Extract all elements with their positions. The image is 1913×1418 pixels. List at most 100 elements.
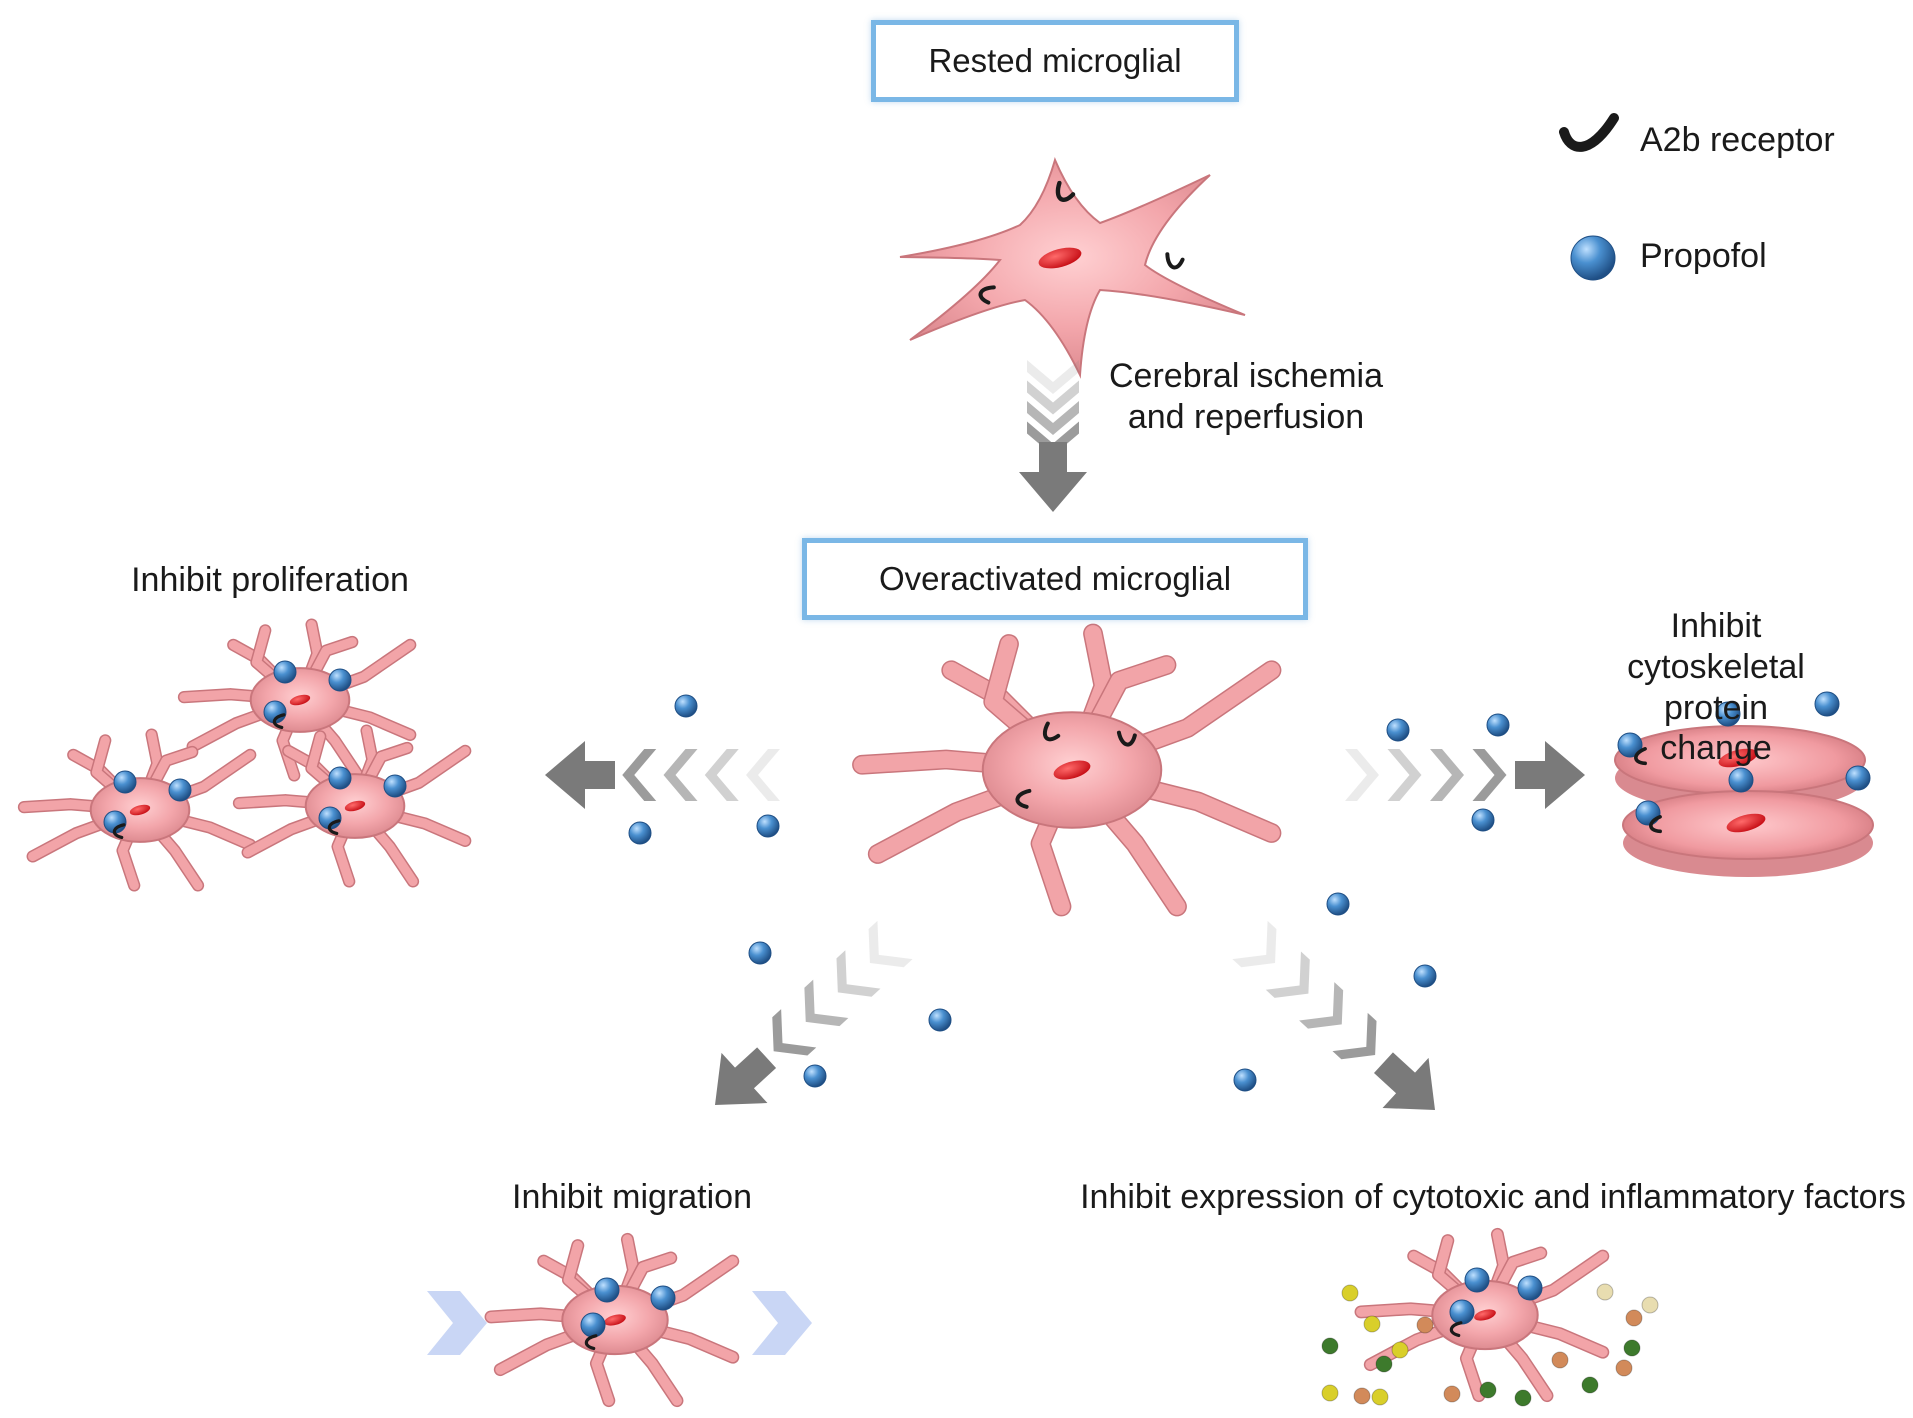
inflammatory-factor-dot	[1625, 1309, 1643, 1327]
propofol-molecule-icon	[328, 668, 352, 692]
propofol-molecule-icon	[1617, 732, 1643, 758]
arrow-to-proliferation	[545, 741, 780, 809]
propofol-molecule-icon	[383, 774, 407, 798]
propofol-molecule-icon	[1814, 691, 1840, 717]
propofol-molecule-icon	[580, 1312, 606, 1338]
inflammatory-factor-dot	[1375, 1355, 1393, 1373]
propofol-molecule-icon	[113, 770, 137, 794]
propofol-molecule-icon	[1715, 701, 1741, 727]
propofol-molecule-icon	[1233, 1068, 1257, 1092]
inflammatory-factor-dot	[1581, 1376, 1599, 1394]
transition-label: Cerebral ischemia and reperfusion	[1109, 357, 1383, 436]
inflammatory-factor-dot	[1341, 1284, 1359, 1302]
nucleus	[1038, 247, 1082, 269]
propofol-molecule-icon	[168, 778, 192, 802]
propofol-molecule-icon	[674, 694, 698, 718]
proliferating-cell	[232, 724, 472, 888]
inflammatory-factor-dot	[1551, 1351, 1569, 1369]
inflammatory-factor-dot	[1596, 1283, 1614, 1301]
arrow-to-expression	[1232, 920, 1436, 1111]
a2b-receptor-icon	[978, 285, 996, 305]
nucleus	[1718, 748, 1758, 768]
propofol-molecule-icon	[928, 1008, 952, 1032]
propofol-molecule-icon	[1635, 800, 1661, 826]
inflammatory-factor-dot	[1321, 1384, 1339, 1402]
cytokine-release-scene	[1321, 1227, 1659, 1407]
propofol-molecule-icon	[273, 660, 297, 684]
propofol-molecule-icon	[650, 1285, 676, 1311]
propofol-molecule-icon	[1471, 808, 1495, 832]
rested-microglial-box: Rested microglial	[871, 20, 1239, 102]
a2b-receptor-icon	[327, 819, 341, 836]
inflammatory-factor-dot	[1641, 1296, 1659, 1314]
legend-receptor-label: A2b receptor	[1640, 121, 1835, 159]
nucleus	[289, 694, 311, 706]
inflammatory-factor-dot	[1371, 1388, 1389, 1406]
a2b-receptor-icon	[1649, 815, 1662, 834]
propofol-molecule-icon	[1486, 713, 1510, 737]
proliferating-cell	[177, 618, 417, 782]
a2b-receptor-icon	[1042, 721, 1061, 742]
propofol-molecule-icon	[1449, 1299, 1475, 1325]
propofol-molecule-icon	[1845, 765, 1871, 791]
proliferating-cell	[17, 728, 257, 892]
propofol-molecule-icon	[803, 1064, 827, 1088]
propofol-molecule-icon	[1326, 892, 1350, 916]
inhibit-migration-label: Inhibit migration	[511, 1178, 753, 1216]
nucleus	[129, 804, 151, 816]
overactivated-microglia-cell	[852, 623, 1282, 917]
inflammatory-factor-dot	[1363, 1315, 1381, 1333]
a2b-receptor-icon	[1449, 1321, 1463, 1338]
nucleus	[1474, 1309, 1496, 1321]
migration-chevron-icon	[752, 1291, 812, 1355]
propofol-molecule-icon	[594, 1277, 620, 1303]
legend-propofol-icon	[1570, 235, 1616, 281]
inflammatory-factor-dot	[1391, 1341, 1409, 1359]
inflammatory-factor-dot	[1416, 1316, 1434, 1334]
migrating-cell	[484, 1232, 740, 1408]
arrow-to-cytoskeletal	[1345, 741, 1585, 809]
inflammatory-factor-dot	[1623, 1339, 1641, 1357]
a2b-receptor-icon	[1116, 730, 1137, 747]
arrow-to-migration	[715, 920, 913, 1105]
nucleus	[1726, 813, 1766, 833]
inflammatory-factor-dot	[1321, 1337, 1339, 1355]
ischemia-arrow	[1019, 360, 1087, 512]
propofol-molecule-icon	[628, 821, 652, 845]
inflammatory-factor-dot	[1443, 1385, 1461, 1403]
rested-microglial-label: Rested microglial	[928, 42, 1182, 79]
inflammatory-factor-dot	[1615, 1359, 1633, 1377]
overactivated-microglial-label: Overactivated microglial	[878, 560, 1232, 597]
flattened-cells	[1614, 691, 1874, 877]
propofol-molecule-icon	[1517, 1275, 1543, 1301]
propofol-molecule-icon	[1386, 718, 1410, 742]
legend-icons	[1559, 113, 1619, 281]
inhibit-expression-label: Inhibit expression of cytotoxic and infl…	[1080, 1178, 1906, 1216]
overactivated-microglial-box: Overactivated microglial	[802, 538, 1308, 620]
propofol-molecule-icon	[1728, 767, 1754, 793]
inflammatory-factor-dot	[1353, 1387, 1371, 1405]
a2b-receptor-icon	[1015, 788, 1032, 809]
secreting-cell	[1354, 1227, 1610, 1403]
propofol-molecule-icon	[1413, 964, 1437, 988]
a2b-receptor-icon	[1165, 252, 1185, 270]
legend-propofol-label: Propofol	[1640, 237, 1767, 275]
legend-receptor-icon	[1559, 113, 1619, 152]
propofol-molecule-icon	[328, 766, 352, 790]
nucleus	[604, 1314, 626, 1326]
propofol-molecule-icon	[1464, 1267, 1490, 1293]
rested-microglia-cell	[899, 157, 1246, 379]
nucleus	[1053, 760, 1091, 780]
a2b-receptor-icon	[1055, 180, 1076, 202]
inhibit-cytoskeletal-label: Inhibit cytoskeletal protein change	[1627, 607, 1805, 768]
inhibit-proliferation-label: Inhibit proliferation	[131, 561, 409, 599]
inflammatory-factor-dot	[1514, 1389, 1532, 1407]
propofol-molecule-icon	[748, 941, 772, 965]
a2b-receptor-icon	[1634, 747, 1647, 766]
proliferating-cells	[17, 618, 472, 892]
nucleus	[344, 800, 366, 812]
a2b-receptor-icon	[112, 823, 126, 840]
a2b-receptor-icon	[584, 1334, 598, 1351]
inflammatory-factor-dot	[1479, 1381, 1497, 1399]
